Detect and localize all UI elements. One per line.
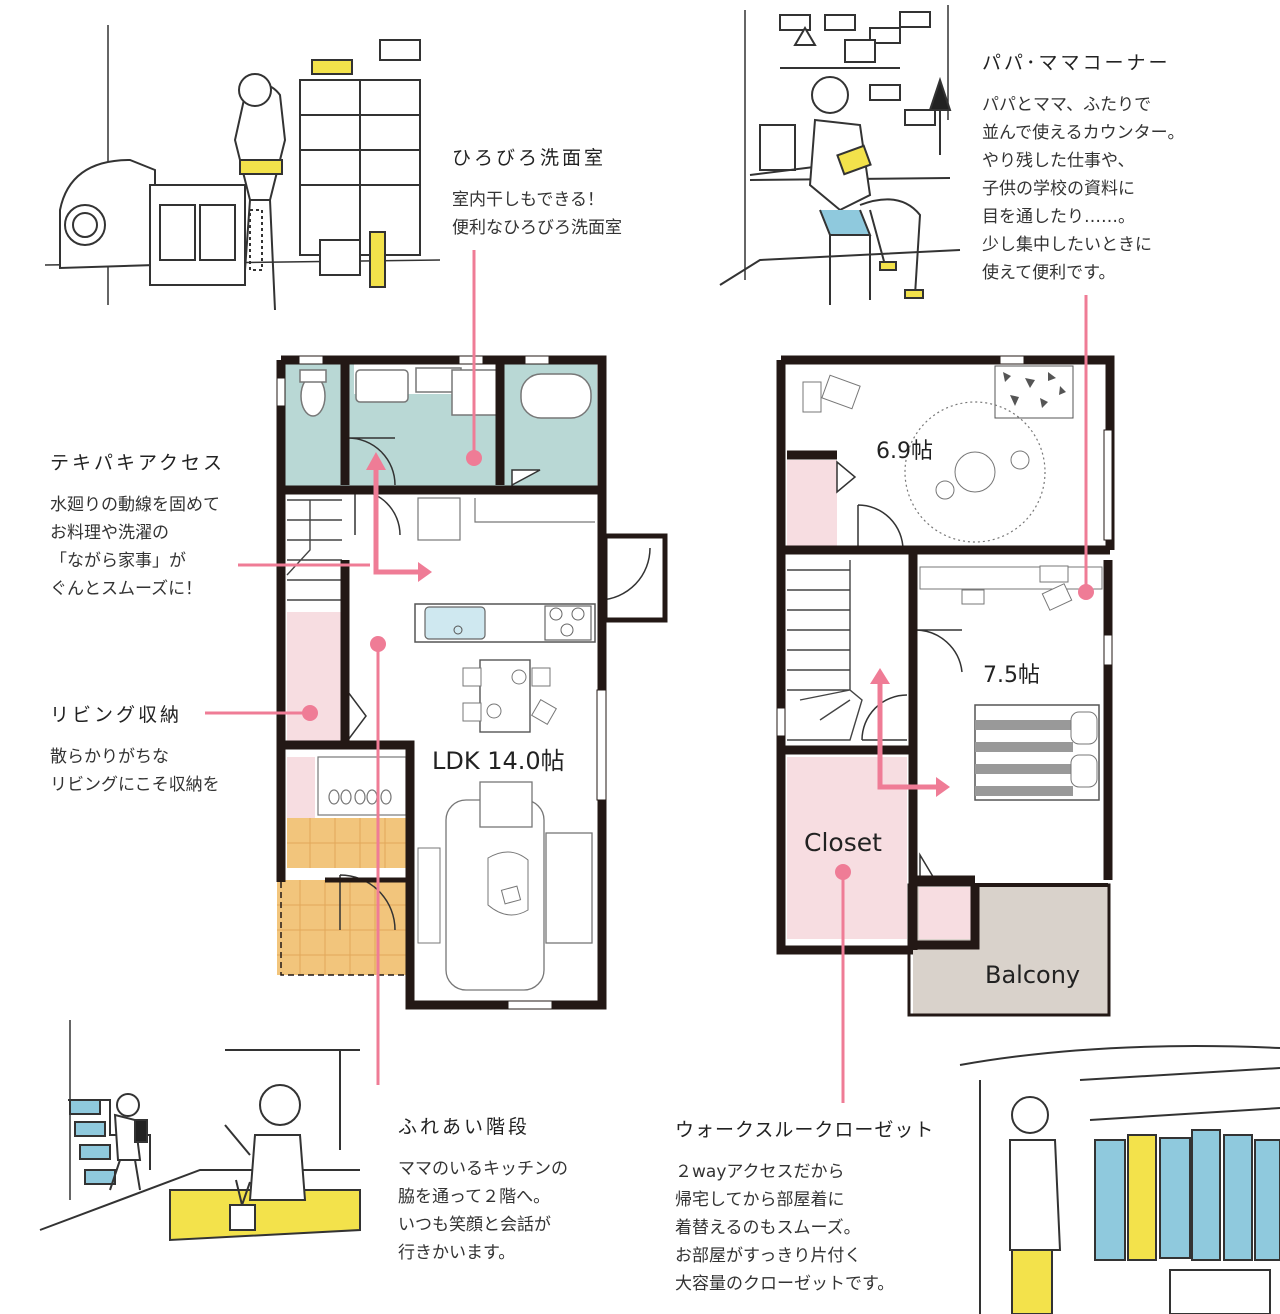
feature-line: やり残した仕事や、: [982, 151, 1135, 171]
feature-body: 室内干しもできる！ 便利なひろびろ洗面室: [452, 186, 622, 242]
feature-body: 散らかりがちな リビングにこそ収納を: [50, 743, 220, 799]
feature-title: ふれあい階段: [398, 1116, 531, 1138]
feature-line: 並んで使えるカウンター。: [982, 123, 1185, 143]
feature-line: 行きかいます。: [398, 1243, 516, 1263]
feature-access: テキパキアクセス 水廻りの動線を固めて お料理や洗濯の 「ながら家事」が ぐんと…: [50, 448, 225, 603]
feature-body: ２wayアクセスだから 帰宅してから部屋着に 着替えるのもスムーズ。 お部屋がす…: [675, 1158, 934, 1298]
feature-body: ママのいるキッチンの 脇を通って２階へ。 いつも笑顔と会話が 行きかいます。: [398, 1155, 568, 1267]
illustration-papa-mama: [719, 5, 961, 305]
feature-living-storage: リビング収納 散らかりがちな リビングにこそ収納を: [50, 700, 220, 799]
feature-line: お部屋がすっきり片付く: [675, 1246, 862, 1266]
feature-washroom: ひろびろ洗面室 室内干しもできる！ 便利なひろびろ洗面室: [452, 143, 622, 242]
feature-line: 目を通したり……。: [982, 207, 1135, 227]
feature-line: 「ながら家事」が: [50, 551, 186, 571]
illustration-stairs: [39, 1020, 361, 1242]
feature-line: 使えて便利です。: [982, 263, 1116, 283]
feature-line: 着替えるのもスムーズ。: [675, 1218, 861, 1238]
feature-line: 水廻りの動線を固めて: [50, 495, 220, 515]
feature-title: ウォークスルークローゼット: [675, 1119, 935, 1141]
balcony-label: Balcony: [985, 961, 1080, 989]
feature-line: 大容量のクローゼットです。: [675, 1274, 895, 1294]
feature-line: 帰宅してから部屋着に: [675, 1190, 845, 1210]
feature-title: リビング収納: [50, 704, 183, 726]
feature-line: いつも笑顔と会話が: [398, 1215, 551, 1235]
illustration-washroom: [44, 25, 441, 311]
feature-line: リビングにこそ収納を: [50, 775, 220, 795]
feature-line: 子供の学校の資料に: [982, 179, 1135, 199]
feature-line: 少し集中したいときに: [982, 235, 1152, 255]
feature-papa-mama: パパ･ママコーナー パパとママ、ふたりで 並んで使えるカウンター。 やり残した仕…: [982, 48, 1184, 287]
floor-plan-first-floor: [276, 355, 668, 1010]
feature-line: パパとママ、ふたりで: [982, 95, 1152, 115]
second-floor-walls: [776, 355, 1115, 955]
entrance-tile: [277, 818, 407, 975]
feature-title: ひろびろ洗面室: [452, 147, 607, 169]
room-75-label: 7.5帖: [983, 663, 1040, 688]
living-storage-area: [287, 612, 342, 742]
feature-body: パパとママ、ふたりで 並んで使えるカウンター。 やり残した仕事や、 子供の学校の…: [982, 91, 1184, 287]
feature-line: 散らかりがちな: [50, 747, 169, 767]
feature-line: 脇を通って２階へ。: [398, 1187, 551, 1207]
feature-line: お料理や洗濯の: [50, 523, 169, 543]
feature-line: ぐんとスムーズに！: [50, 579, 203, 599]
feature-body: 水廻りの動線を固めて お料理や洗濯の 「ながら家事」が ぐんとスムーズに！: [50, 491, 225, 603]
arrow-heads: [366, 452, 950, 797]
feature-line: 便利なひろびろ洗面室: [452, 218, 622, 238]
feature-walkthrough-closet: ウォークスルークローゼット ２wayアクセスだから 帰宅してから部屋着に 着替え…: [675, 1115, 934, 1298]
callout-dots: [302, 450, 1094, 880]
feature-stairs: ふれあい階段 ママのいるキッチンの 脇を通って２階へ。 いつも笑顔と会話が 行き…: [398, 1112, 568, 1267]
feature-title: テキパキアクセス: [50, 452, 226, 474]
feature-line: ２wayアクセスだから: [675, 1162, 845, 1182]
room-69-label: 6.9帖: [876, 439, 933, 464]
floor-plan-second-floor: [776, 355, 1115, 1017]
ldk-label: LDK 14.0帖: [432, 747, 565, 775]
callout-lines: [205, 250, 1088, 1103]
flow-arrows: [373, 470, 938, 790]
feature-title: パパ･ママコーナー: [982, 52, 1171, 74]
first-floor-walls: [276, 355, 607, 1010]
closet-label: Closet: [804, 828, 882, 857]
feature-line: ママのいるキッチンの: [398, 1159, 568, 1179]
feature-line: 室内干しもできる！: [452, 190, 604, 210]
illustration-closet: [959, 1045, 1280, 1314]
